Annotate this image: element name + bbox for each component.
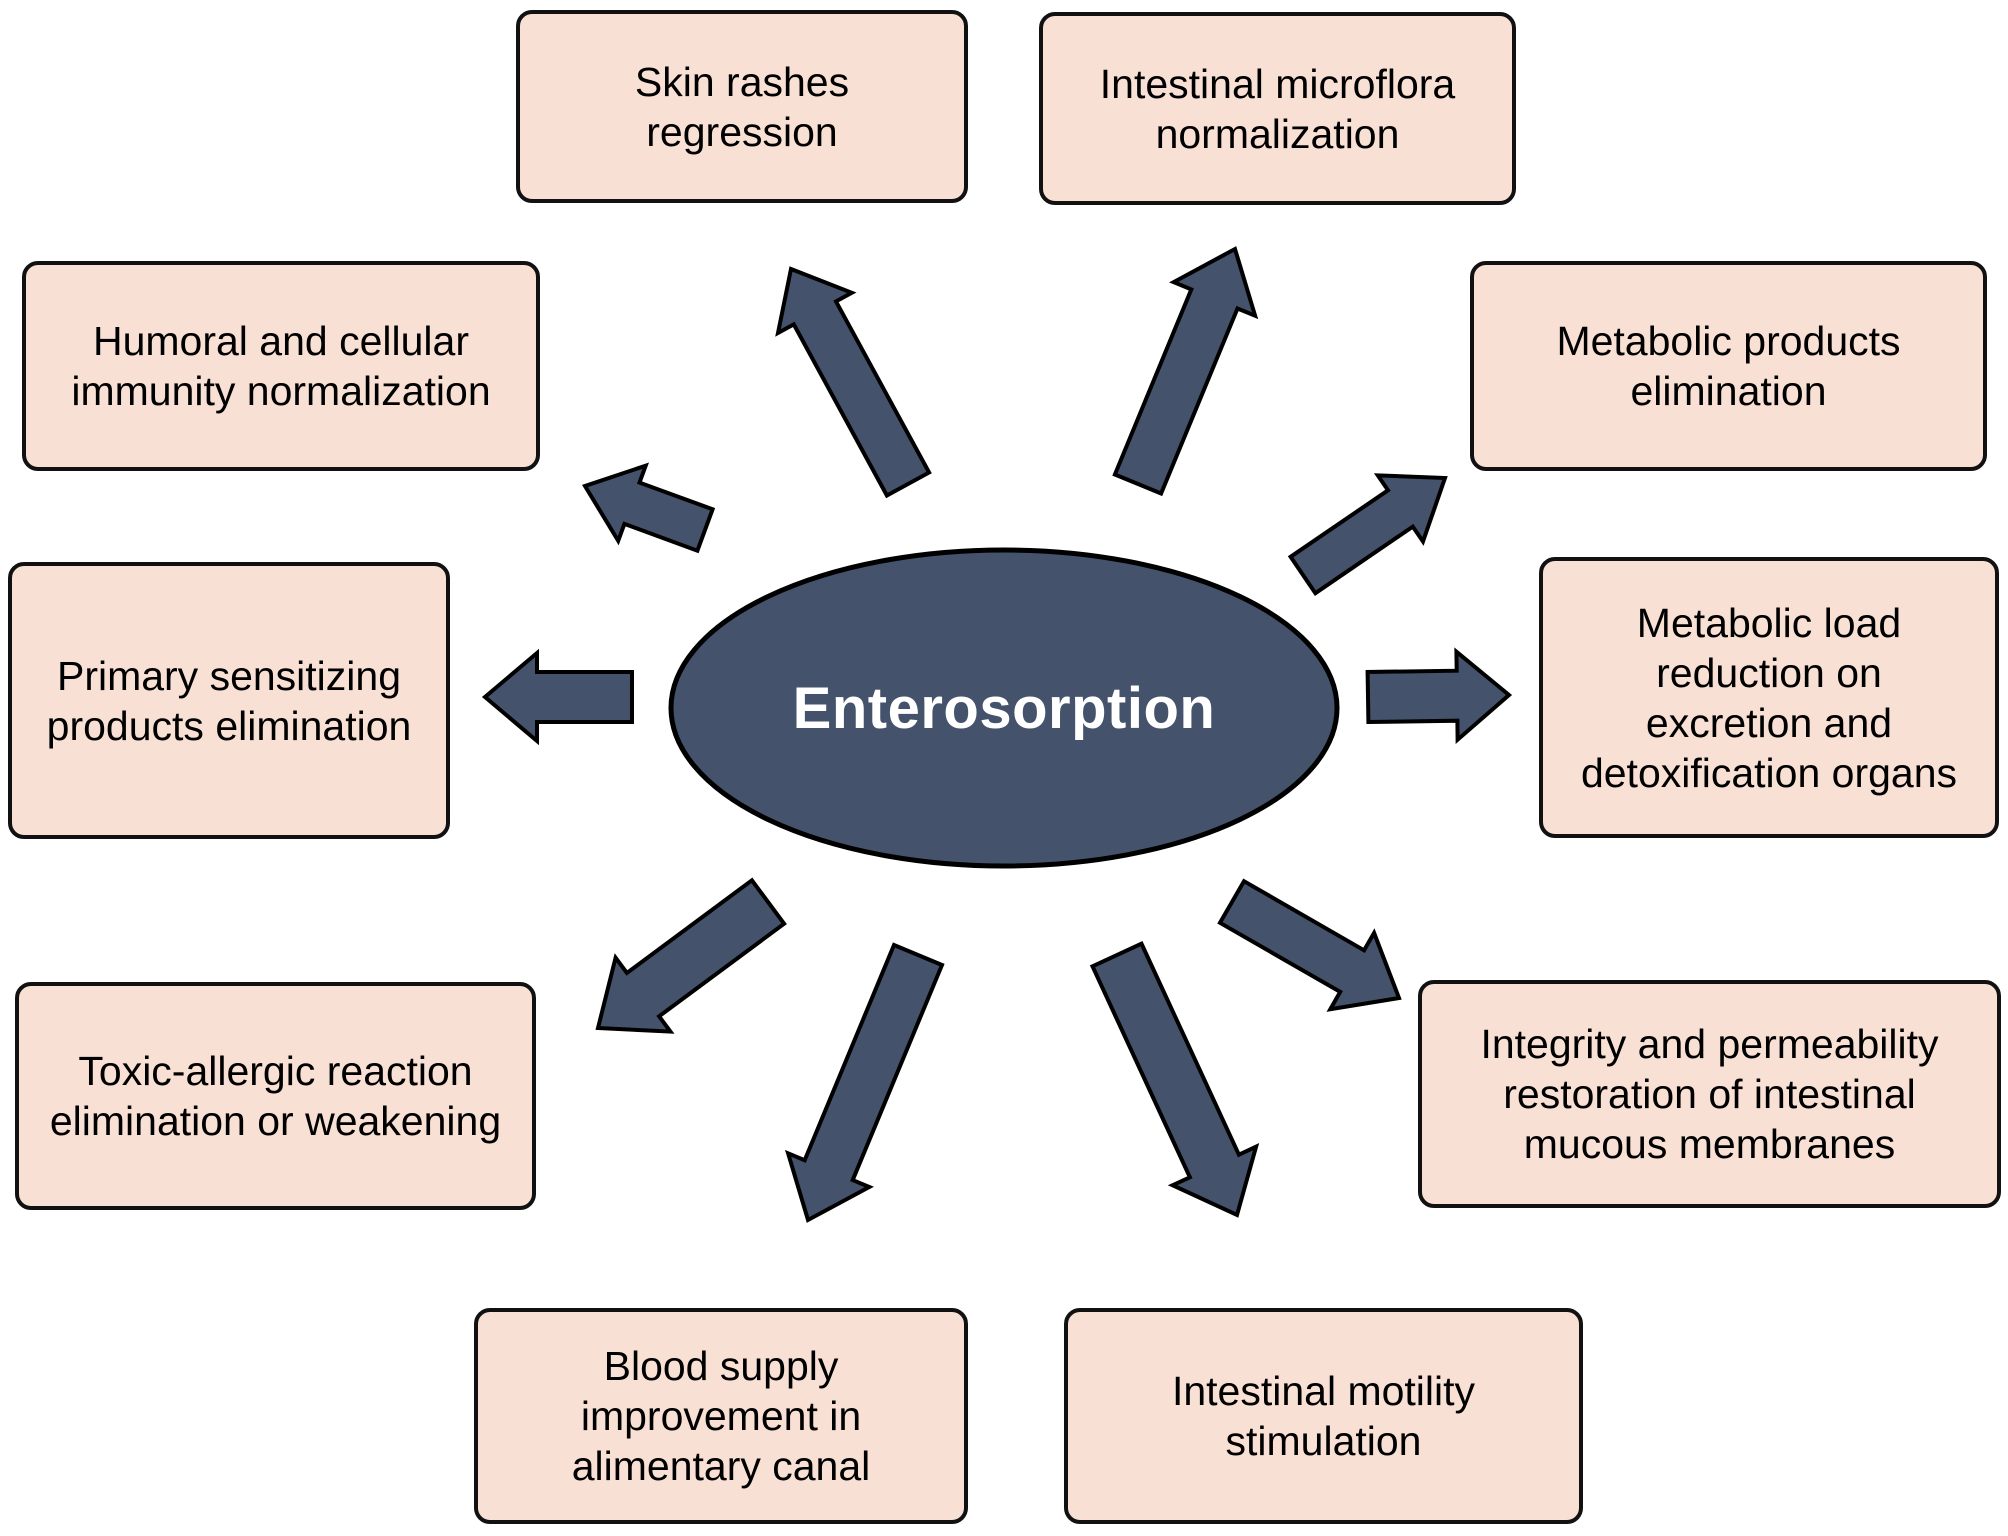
box-blood-supply-improvement: Blood supply improvement in alimentary c… [474,1308,968,1524]
arrow-to-humoral [581,462,716,554]
box-toxic-allergic-reaction: Toxic-allergic reaction elimination or w… [15,982,536,1210]
box-text-line: excretion and [1645,699,1893,746]
arrow-to-blood-supply [784,942,945,1223]
box-text-line: Metabolic load [1636,599,1902,646]
arrow-to-metabolic-products [1287,473,1448,596]
box-text-line: immunity normalization [71,368,491,414]
box-intestinal-motility-stimulation: Intestinal motility stimulation [1064,1308,1583,1524]
box-text-line: Metabolic products [1556,318,1901,364]
center-ellipse [668,547,1340,869]
box-text-line: mucous membranes [1523,1121,1896,1167]
box-skin-rashes-regression: Skin rashes regression [516,10,968,203]
box-text-line: elimination [1630,368,1827,414]
box-text-line: Intestinal motility [1171,1368,1476,1414]
box-text-line: Integrity and permeability [1480,1021,1939,1067]
arrow-layer [481,246,1513,1223]
box-text-line: Intestinal microflora [1099,60,1456,107]
box-intestinal-microflora-normalization: Intestinal microflora normalization [1039,12,1516,205]
box-text-line: reduction on [1656,649,1882,696]
arrow-to-motility [1089,941,1260,1218]
box-text-line: normalization [1155,110,1400,157]
box-text-line: products elimination [46,702,412,749]
box-text-line: elimination or weakening [49,1098,502,1144]
box-text-line: restoration of intestinal [1503,1071,1916,1117]
box-text-line: detoxification organs [1580,749,1958,796]
box-text-line: Toxic-allergic reaction [78,1048,473,1094]
box-metabolic-load-reduction: Metabolic load reduction on excretion an… [1539,557,1999,838]
box-text-line: stimulation [1225,1418,1422,1464]
box-metabolic-products-elimination: Metabolic products elimination [1470,261,1987,471]
box-text-line: Blood supply [603,1343,839,1389]
box-text-line: Skin rashes [634,58,850,105]
box-text-line: alimentary canal [571,1443,871,1489]
arrow-to-integrity [1217,878,1402,1012]
box-text-line: Primary sensitizing [56,652,402,699]
box-integrity-permeability-restoration: Integrity and permeability restoration o… [1418,980,2001,1208]
box-primary-sensitizing-products: Primary sensitizing products elimination [8,562,450,839]
box-text-line: improvement in [580,1393,862,1439]
arrow-to-skin-rashes [775,266,932,499]
arrow-to-metabolic-load [1365,647,1513,745]
arrow-to-toxic-allergic [595,877,787,1034]
box-text-line: regression [646,108,838,155]
box-humoral-cellular-immunity: Humoral and cellular immunity normalizat… [22,261,540,471]
box-text-line: Humoral and cellular [92,318,469,364]
center-label: Enterosorption [792,675,1216,741]
arrow-to-microflora [1112,246,1259,497]
arrow-to-primary-sensitizing [481,648,634,746]
